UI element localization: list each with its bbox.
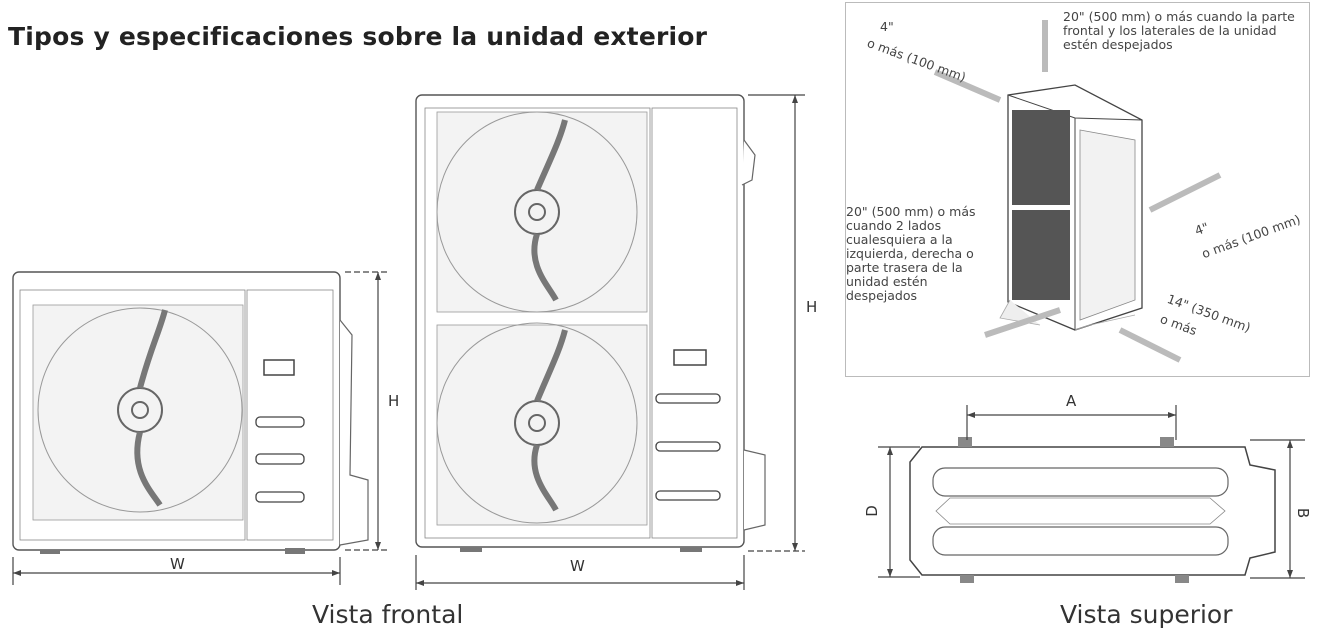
small-outdoor-unit [12,271,369,554]
side-clearance-note: 20" (500 mm) o más cuando 2 lados cuales… [846,204,976,303]
small-unit-width-label: W [170,555,185,573]
top-view-caption: Vista superior [1060,600,1233,629]
clearance-illustration [933,20,1222,363]
top-view-drawing [878,405,1305,583]
page-title: Tipos y especificaciones sobre la unidad… [8,22,708,51]
large-unit-width-label: W [570,557,585,575]
top-clearance-note: 20" (500 mm) o más cuando la parte front… [1063,9,1295,52]
clearance-panel [845,2,1310,377]
large-outdoor-unit [415,94,766,552]
top-view-a-label: A [1066,392,1077,410]
large-unit-dimension-lines [415,94,805,590]
small-unit-grille [32,304,244,521]
top-view-d-label: D [862,505,881,517]
back-clearance-note: 4" [880,19,894,34]
small-unit-height-label: H [388,392,400,410]
top-view-b-label: B [1294,507,1313,519]
front-view-caption: Vista frontal [312,600,464,629]
large-unit-height-label: H [806,298,818,316]
small-unit-dimension-lines [12,271,390,585]
